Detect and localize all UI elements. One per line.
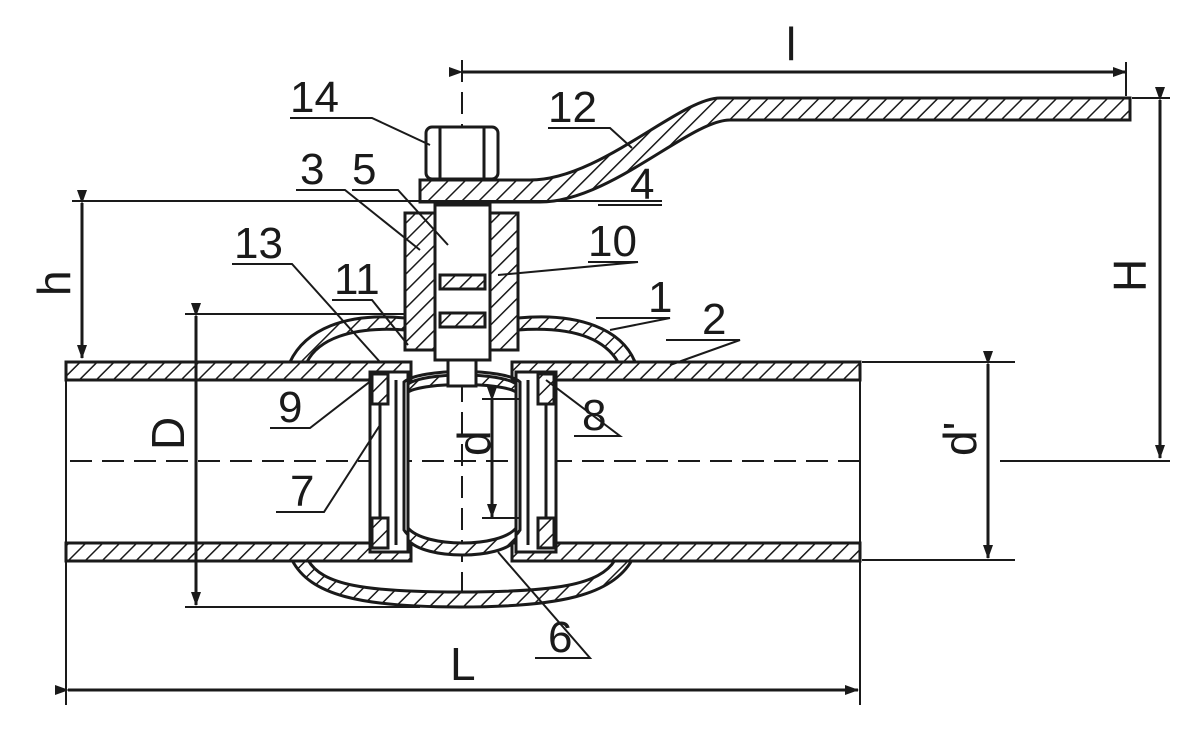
part-label-6: 6 <box>548 613 572 662</box>
part-label-3: 3 <box>300 145 324 194</box>
part-label-12: 12 <box>548 83 597 132</box>
dimension-D-label: D <box>142 417 194 450</box>
part-label-1: 1 <box>648 273 672 322</box>
seat-assembly-left <box>368 370 410 554</box>
part-label-13: 13 <box>234 219 283 268</box>
part-label-10: 10 <box>588 217 637 266</box>
part-label-14: 14 <box>290 73 339 122</box>
stem-nut <box>424 125 500 181</box>
handle <box>418 96 1132 204</box>
part-label-9: 9 <box>278 383 302 432</box>
dimension-H-label: H <box>1104 259 1156 292</box>
seat-assembly-right <box>514 370 558 554</box>
leader-lines <box>232 117 741 659</box>
part-label-5: 5 <box>352 145 376 194</box>
dimension-h-label: h <box>28 270 80 296</box>
part-label-4: 4 <box>630 160 654 209</box>
part-label-11: 11 <box>334 255 380 304</box>
dimension-L-label: L <box>450 638 476 690</box>
part-label-2: 2 <box>702 295 726 344</box>
dimension-d-label: d <box>448 430 500 456</box>
dimension-lines <box>55 62 1170 705</box>
dimension-l-label: l <box>786 18 796 70</box>
stem-housing <box>403 203 520 388</box>
dimension-d-prime-label: d' <box>934 422 986 456</box>
part-label-8: 8 <box>582 391 606 440</box>
part-label-7: 7 <box>290 467 314 516</box>
